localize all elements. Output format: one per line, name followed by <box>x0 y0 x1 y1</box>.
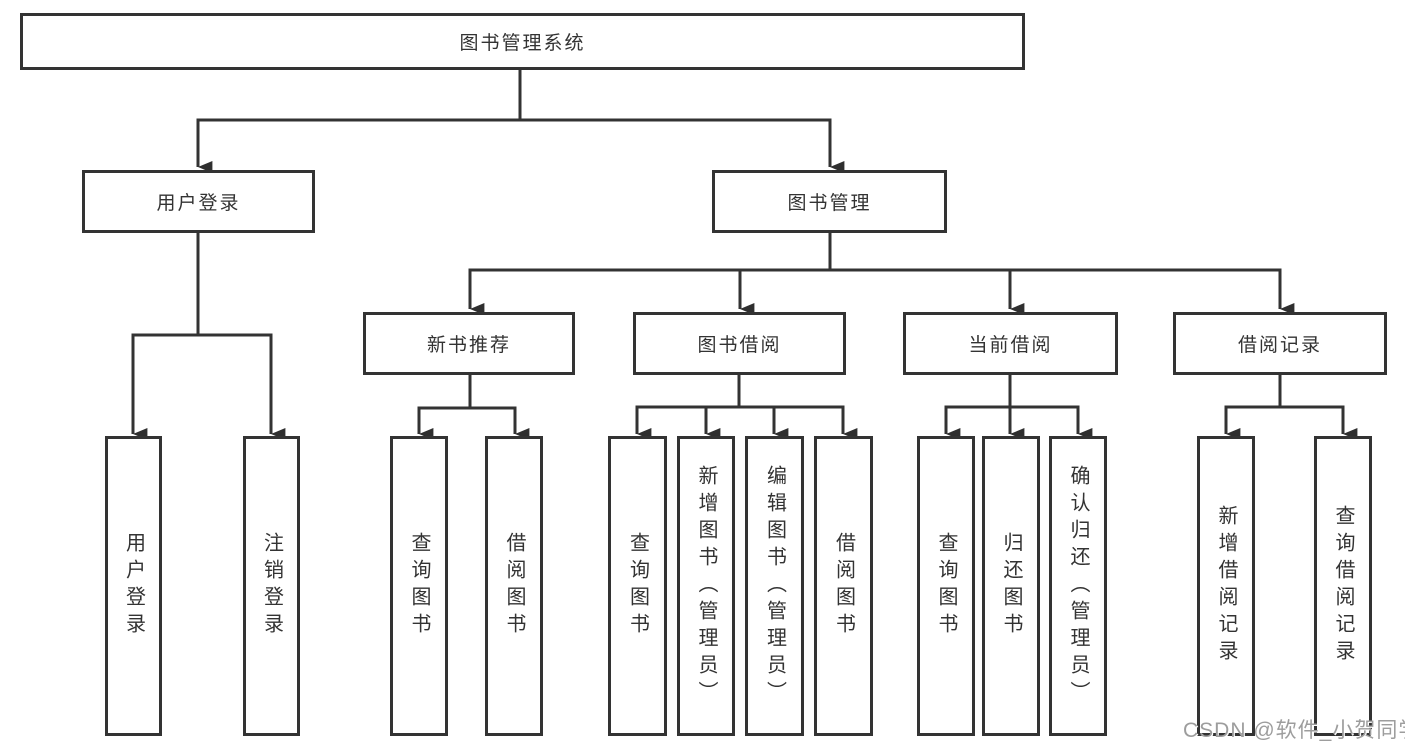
leaf-return-books: 归还图书 <box>982 436 1040 736</box>
leaf-user-login: 用户登录 <box>105 436 162 736</box>
node-new-book-recommendation: 新书推荐 <box>363 312 575 375</box>
leaf-confirm-return-admin: 确认归还（管理员） <box>1049 436 1107 736</box>
leaf-query-borrow-record: 查询借阅记录 <box>1314 436 1372 736</box>
leaf-query-books-borrow: 查询图书 <box>608 436 667 736</box>
node-book-borrowing: 图书借阅 <box>633 312 846 375</box>
leaf-query-books-recommend: 查询图书 <box>390 436 448 736</box>
node-library-management-system: 图书管理系统 <box>20 13 1025 70</box>
leaf-query-books-current: 查询图书 <box>917 436 975 736</box>
node-user-login: 用户登录 <box>82 170 315 233</box>
leaf-borrow-books-recommend: 借阅图书 <box>485 436 543 736</box>
leaf-borrow-books: 借阅图书 <box>814 436 873 736</box>
leaf-add-books-admin: 新增图书（管理员） <box>677 436 735 736</box>
node-book-management: 图书管理 <box>712 170 947 233</box>
leaf-edit-books-admin: 编辑图书（管理员） <box>745 436 804 736</box>
node-current-borrowing: 当前借阅 <box>903 312 1118 375</box>
node-borrowing-records: 借阅记录 <box>1173 312 1387 375</box>
leaf-add-borrow-record: 新增借阅记录 <box>1197 436 1255 736</box>
leaf-logout: 注销登录 <box>243 436 300 736</box>
csdn-watermark: CSDN @软件_小贺同学 <box>1183 719 1405 742</box>
